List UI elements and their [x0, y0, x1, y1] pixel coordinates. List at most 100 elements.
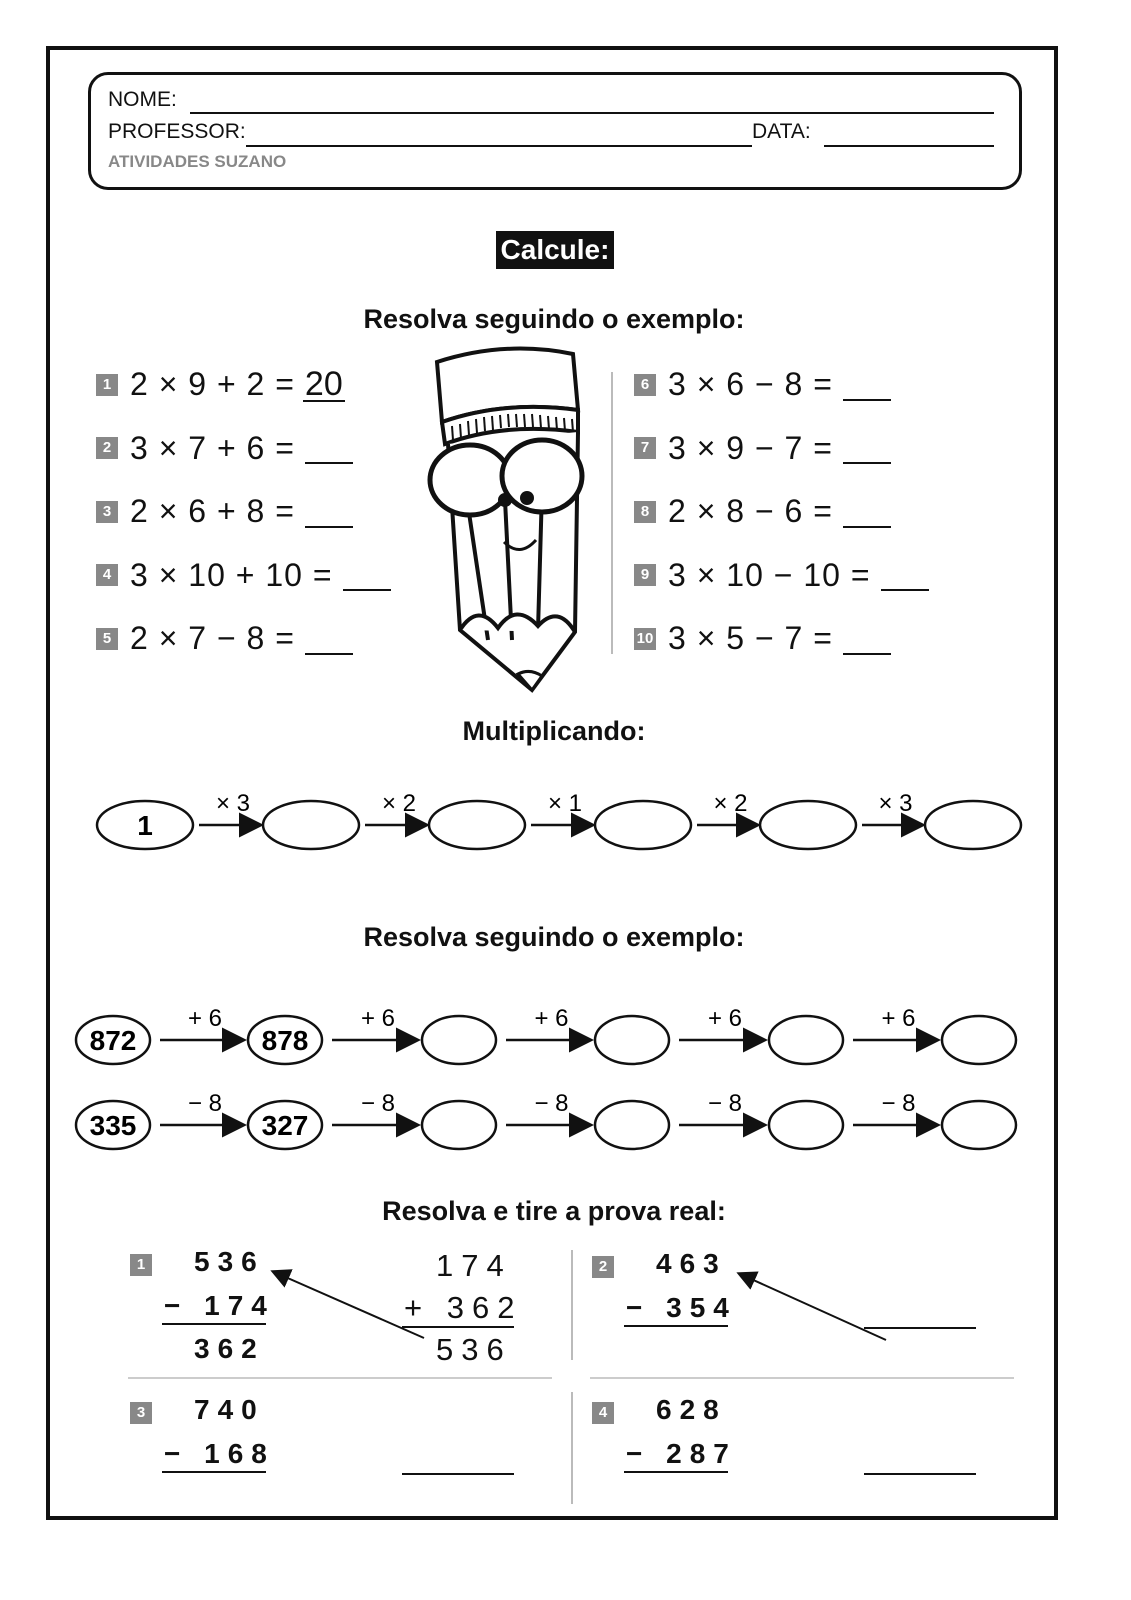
- sequence-value-oval: [74, 1099, 152, 1151]
- sequence-op-label: − 8: [708, 1090, 742, 1117]
- sequence-answer-oval[interactable]: [940, 1014, 1018, 1066]
- chain-answer-oval[interactable]: [261, 799, 361, 851]
- sequence-answer-oval[interactable]: [593, 1014, 671, 1066]
- equation-answer-blank[interactable]: [304, 496, 353, 528]
- problems-divider-top: [571, 1250, 573, 1360]
- column-divider: [611, 372, 613, 654]
- sequence-op-label: − 8: [361, 1090, 395, 1117]
- equation-answer-blank[interactable]: [842, 369, 891, 401]
- equation-answer-blank[interactable]: [342, 559, 391, 591]
- equation-number: 5: [96, 627, 118, 650]
- sequence-answer-oval[interactable]: [940, 1099, 1018, 1151]
- chain-start-oval: [95, 799, 195, 851]
- equation-row: 1 2 × 9 + 2 =20: [96, 366, 345, 403]
- problem1-check-top: 174: [436, 1248, 512, 1283]
- sequence-op-label: + 6: [188, 1005, 222, 1032]
- proof-arrows: [270, 1269, 887, 1341]
- sequence-value-oval: [246, 1014, 324, 1066]
- equation-number: 1: [96, 373, 118, 396]
- chain-answer-oval[interactable]: [758, 799, 858, 851]
- problem2-check-answer[interactable]: [864, 1327, 976, 1329]
- problem1-check-result: 536: [436, 1332, 512, 1367]
- page-title: Calcule:: [496, 231, 614, 269]
- equation-answer-blank[interactable]: [304, 432, 353, 464]
- equation-number: 4: [96, 564, 118, 586]
- problem3-rule: [162, 1471, 266, 1473]
- problem1-result: 362: [194, 1333, 265, 1364]
- teacher-label: PROFESSOR:: [108, 120, 246, 143]
- chain-step-label: × 2: [713, 790, 747, 817]
- equation-answer-blank[interactable]: [304, 623, 353, 655]
- chain-start-value: 1: [137, 810, 153, 841]
- equation-expression: 3 × 7 + 6 =: [130, 429, 295, 466]
- equation-number: 3: [96, 500, 118, 523]
- equation-answer-blank[interactable]: [842, 496, 891, 528]
- chain-answer-oval[interactable]: [593, 799, 693, 851]
- problem-number: 4: [592, 1402, 614, 1424]
- pencil-mascot-illustration: [427, 346, 585, 693]
- equation-expression: 2 × 9 + 2 =: [130, 366, 295, 402]
- section3-title: Resolva seguindo o exemplo:: [363, 922, 745, 952]
- equation-answer-blank[interactable]: [880, 559, 929, 591]
- sequence-op-label: − 8: [881, 1090, 915, 1117]
- chain-answer-oval[interactable]: [427, 799, 527, 851]
- problem4-check-answer[interactable]: [864, 1473, 976, 1475]
- problem2-bottom: − 354: [626, 1292, 737, 1323]
- multiplication-chain: 1× 3× 2× 1× 2× 3: [95, 790, 1023, 851]
- sequence-answer-oval[interactable]: [767, 1014, 845, 1066]
- equation-expression: 3 × 6 − 8 =: [668, 366, 833, 402]
- problem2-rule: [624, 1325, 728, 1327]
- sequence-answer-oval[interactable]: [420, 1014, 498, 1066]
- chain-step-label: × 3: [878, 790, 912, 817]
- sequence-value-oval: [74, 1014, 152, 1066]
- date-field[interactable]: [824, 145, 994, 147]
- sequence-answer-oval[interactable]: [593, 1099, 671, 1151]
- problem2-top: 463: [656, 1248, 727, 1279]
- problem1-check-rule: [402, 1326, 514, 1328]
- equation-row: 8 2 × 8 − 6 =: [634, 493, 891, 530]
- equation-number: 7: [634, 437, 656, 459]
- equation-number: 10: [634, 627, 656, 650]
- chain-step-label: × 1: [548, 790, 582, 817]
- sequence-op-label: + 6: [534, 1005, 568, 1032]
- chain-answer-oval[interactable]: [923, 799, 1023, 851]
- sequence-value-oval: [246, 1099, 324, 1151]
- equation-number: 2: [96, 437, 118, 459]
- name-field[interactable]: [190, 112, 994, 114]
- equation-expression: 2 × 8 − 6 =: [668, 493, 833, 529]
- problem1-bottom: − 174: [164, 1290, 275, 1321]
- problem1-check-bottom: + 362: [404, 1290, 523, 1325]
- date-label: DATA:: [752, 120, 811, 143]
- equation-number: 6: [634, 373, 656, 396]
- problem1-top: 536: [194, 1246, 265, 1277]
- header-box: [88, 72, 1022, 190]
- problem3-check-answer[interactable]: [402, 1473, 514, 1475]
- sequence-answer-oval[interactable]: [767, 1099, 845, 1151]
- equation-expression: 2 × 7 − 8 =: [130, 620, 295, 656]
- sequence-value: 878: [262, 1025, 309, 1056]
- sequence-op-label: + 6: [881, 1005, 915, 1032]
- equation-number: 9: [634, 564, 656, 586]
- sequence-answer-oval[interactable]: [420, 1099, 498, 1151]
- equation-expression: 2 × 6 + 8 =: [130, 493, 295, 529]
- equation-answer-blank[interactable]: [842, 623, 891, 655]
- equation-row: 3 2 × 6 + 8 =: [96, 493, 353, 530]
- problem4-rule: [624, 1471, 728, 1473]
- section4-title: Resolva e tire a prova real:: [382, 1196, 726, 1226]
- teacher-field[interactable]: [246, 145, 752, 147]
- brand-text: ATIVIDADES SUZANO: [108, 152, 287, 171]
- arrow-icon: [736, 1271, 887, 1341]
- sequence-op-label: + 6: [361, 1005, 395, 1032]
- sequence-op-label: − 8: [534, 1090, 568, 1117]
- problem3-bottom: − 168: [164, 1438, 275, 1469]
- equation-answer: 20: [302, 364, 345, 403]
- section1-title: Resolva seguindo o exemplo:: [363, 304, 745, 334]
- equation-answer-blank[interactable]: [842, 432, 891, 464]
- equation-number: 8: [634, 500, 656, 523]
- problem-number: 1: [130, 1254, 152, 1276]
- problem3-top: 740: [194, 1394, 265, 1425]
- sequence-value: 335: [90, 1110, 137, 1141]
